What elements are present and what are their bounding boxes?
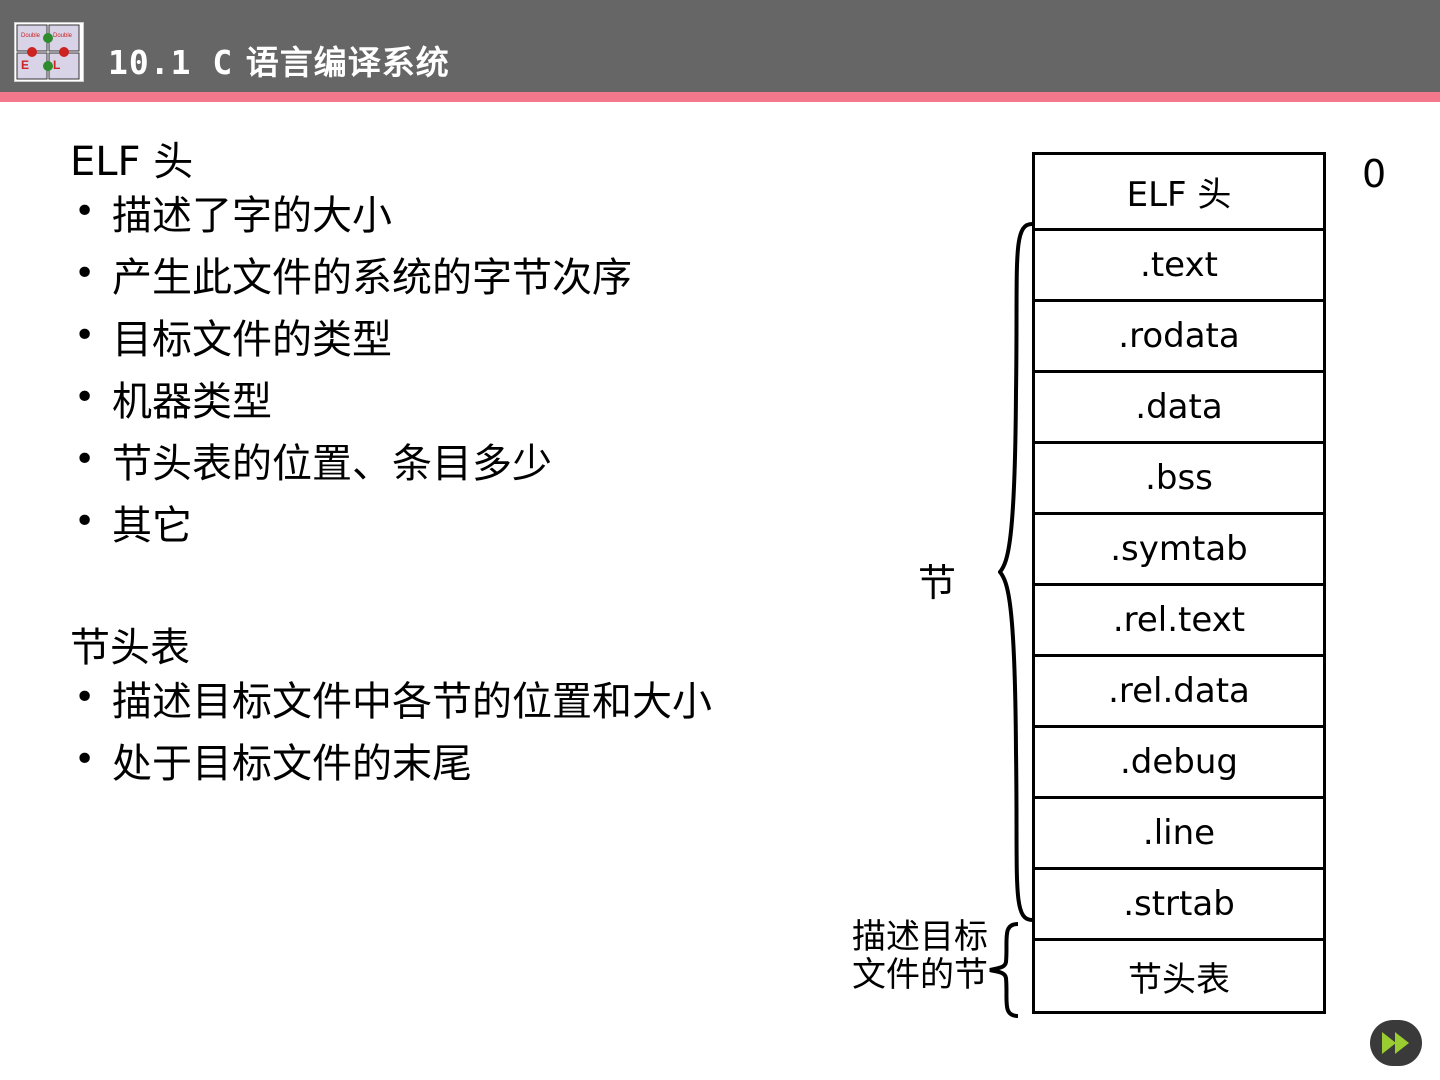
page-title-code: 10.1 C (108, 43, 234, 82)
list-item: 处于目标文件的末尾 (70, 742, 970, 784)
sections-group-brace (997, 222, 1034, 922)
desc-label-line1: 描述目标 (852, 917, 988, 957)
list-item: 目标文件的类型 (70, 318, 970, 360)
section-header-table-brace (988, 922, 1020, 1018)
elf-header-bullet-list: 描述了字的大小 产生此文件的系统的字节次序 目标文件的类型 机器类型 节头表的位… (70, 194, 970, 546)
offset-zero-label: 0 (1362, 152, 1387, 196)
segment-text: .text (1032, 228, 1326, 299)
list-item: 机器类型 (70, 380, 970, 422)
list-item: 产生此文件的系统的字节次序 (70, 256, 970, 298)
segment-debug: .debug (1032, 725, 1326, 796)
next-slide-button[interactable] (1370, 1020, 1422, 1066)
svg-text:Double: Double (21, 33, 41, 39)
list-item: 描述了字的大小 (70, 194, 970, 236)
desc-label-line2: 文件的节 (852, 955, 988, 996)
segment-rel-text: .rel.text (1032, 583, 1326, 654)
elf-puzzle-logo: Double Double E L (14, 22, 84, 82)
section-title-elf-header: ELF 头 (70, 139, 194, 185)
section-header-table-bullet-list: 描述目标文件中各节的位置和大小 处于目标文件的末尾 (70, 680, 970, 784)
list-item: 节头表的位置、条目多少 (70, 442, 970, 484)
svg-text:E: E (21, 58, 29, 72)
page-title-cjk: 语言编译系统 (233, 43, 450, 82)
header-accent-line (0, 92, 1440, 102)
segment-rel-data: .rel.data (1032, 654, 1326, 725)
svg-text:L: L (53, 58, 60, 72)
segment-data: .data (1032, 370, 1326, 441)
content-left-column: ELF 头 描述了字的大小 产生此文件的系统的字节次序 目标文件的类型 机器类型… (70, 142, 970, 806)
page-title: 10.1 C 语言编译系统 (108, 36, 450, 84)
segment-section-header-table: 节头表 (1032, 938, 1326, 1014)
list-item: 描述目标文件中各节的位置和大小 (70, 680, 970, 722)
sections-group-label: 节 (918, 561, 957, 605)
elf-object-file-layout: ELF 头 .text .rodata .data .bss .symtab .… (1032, 152, 1326, 1014)
segment-strtab: .strtab (1032, 867, 1326, 938)
segment-symtab: .symtab (1032, 512, 1326, 583)
segment-rodata: .rodata (1032, 299, 1326, 370)
next-arrow-icon (1382, 1032, 1409, 1054)
segment-elf-header: ELF 头 (1032, 152, 1326, 228)
section-title-section-header-table: 节头表 (70, 625, 190, 671)
segment-bss: .bss (1032, 441, 1326, 512)
section-spacer (70, 568, 970, 628)
section-header-table-desc-label: 描述目标 文件的节 (778, 918, 988, 994)
list-item: 其它 (70, 504, 970, 546)
header-bar (0, 0, 1440, 92)
svg-text:Double: Double (53, 33, 73, 39)
segment-line: .line (1032, 796, 1326, 867)
